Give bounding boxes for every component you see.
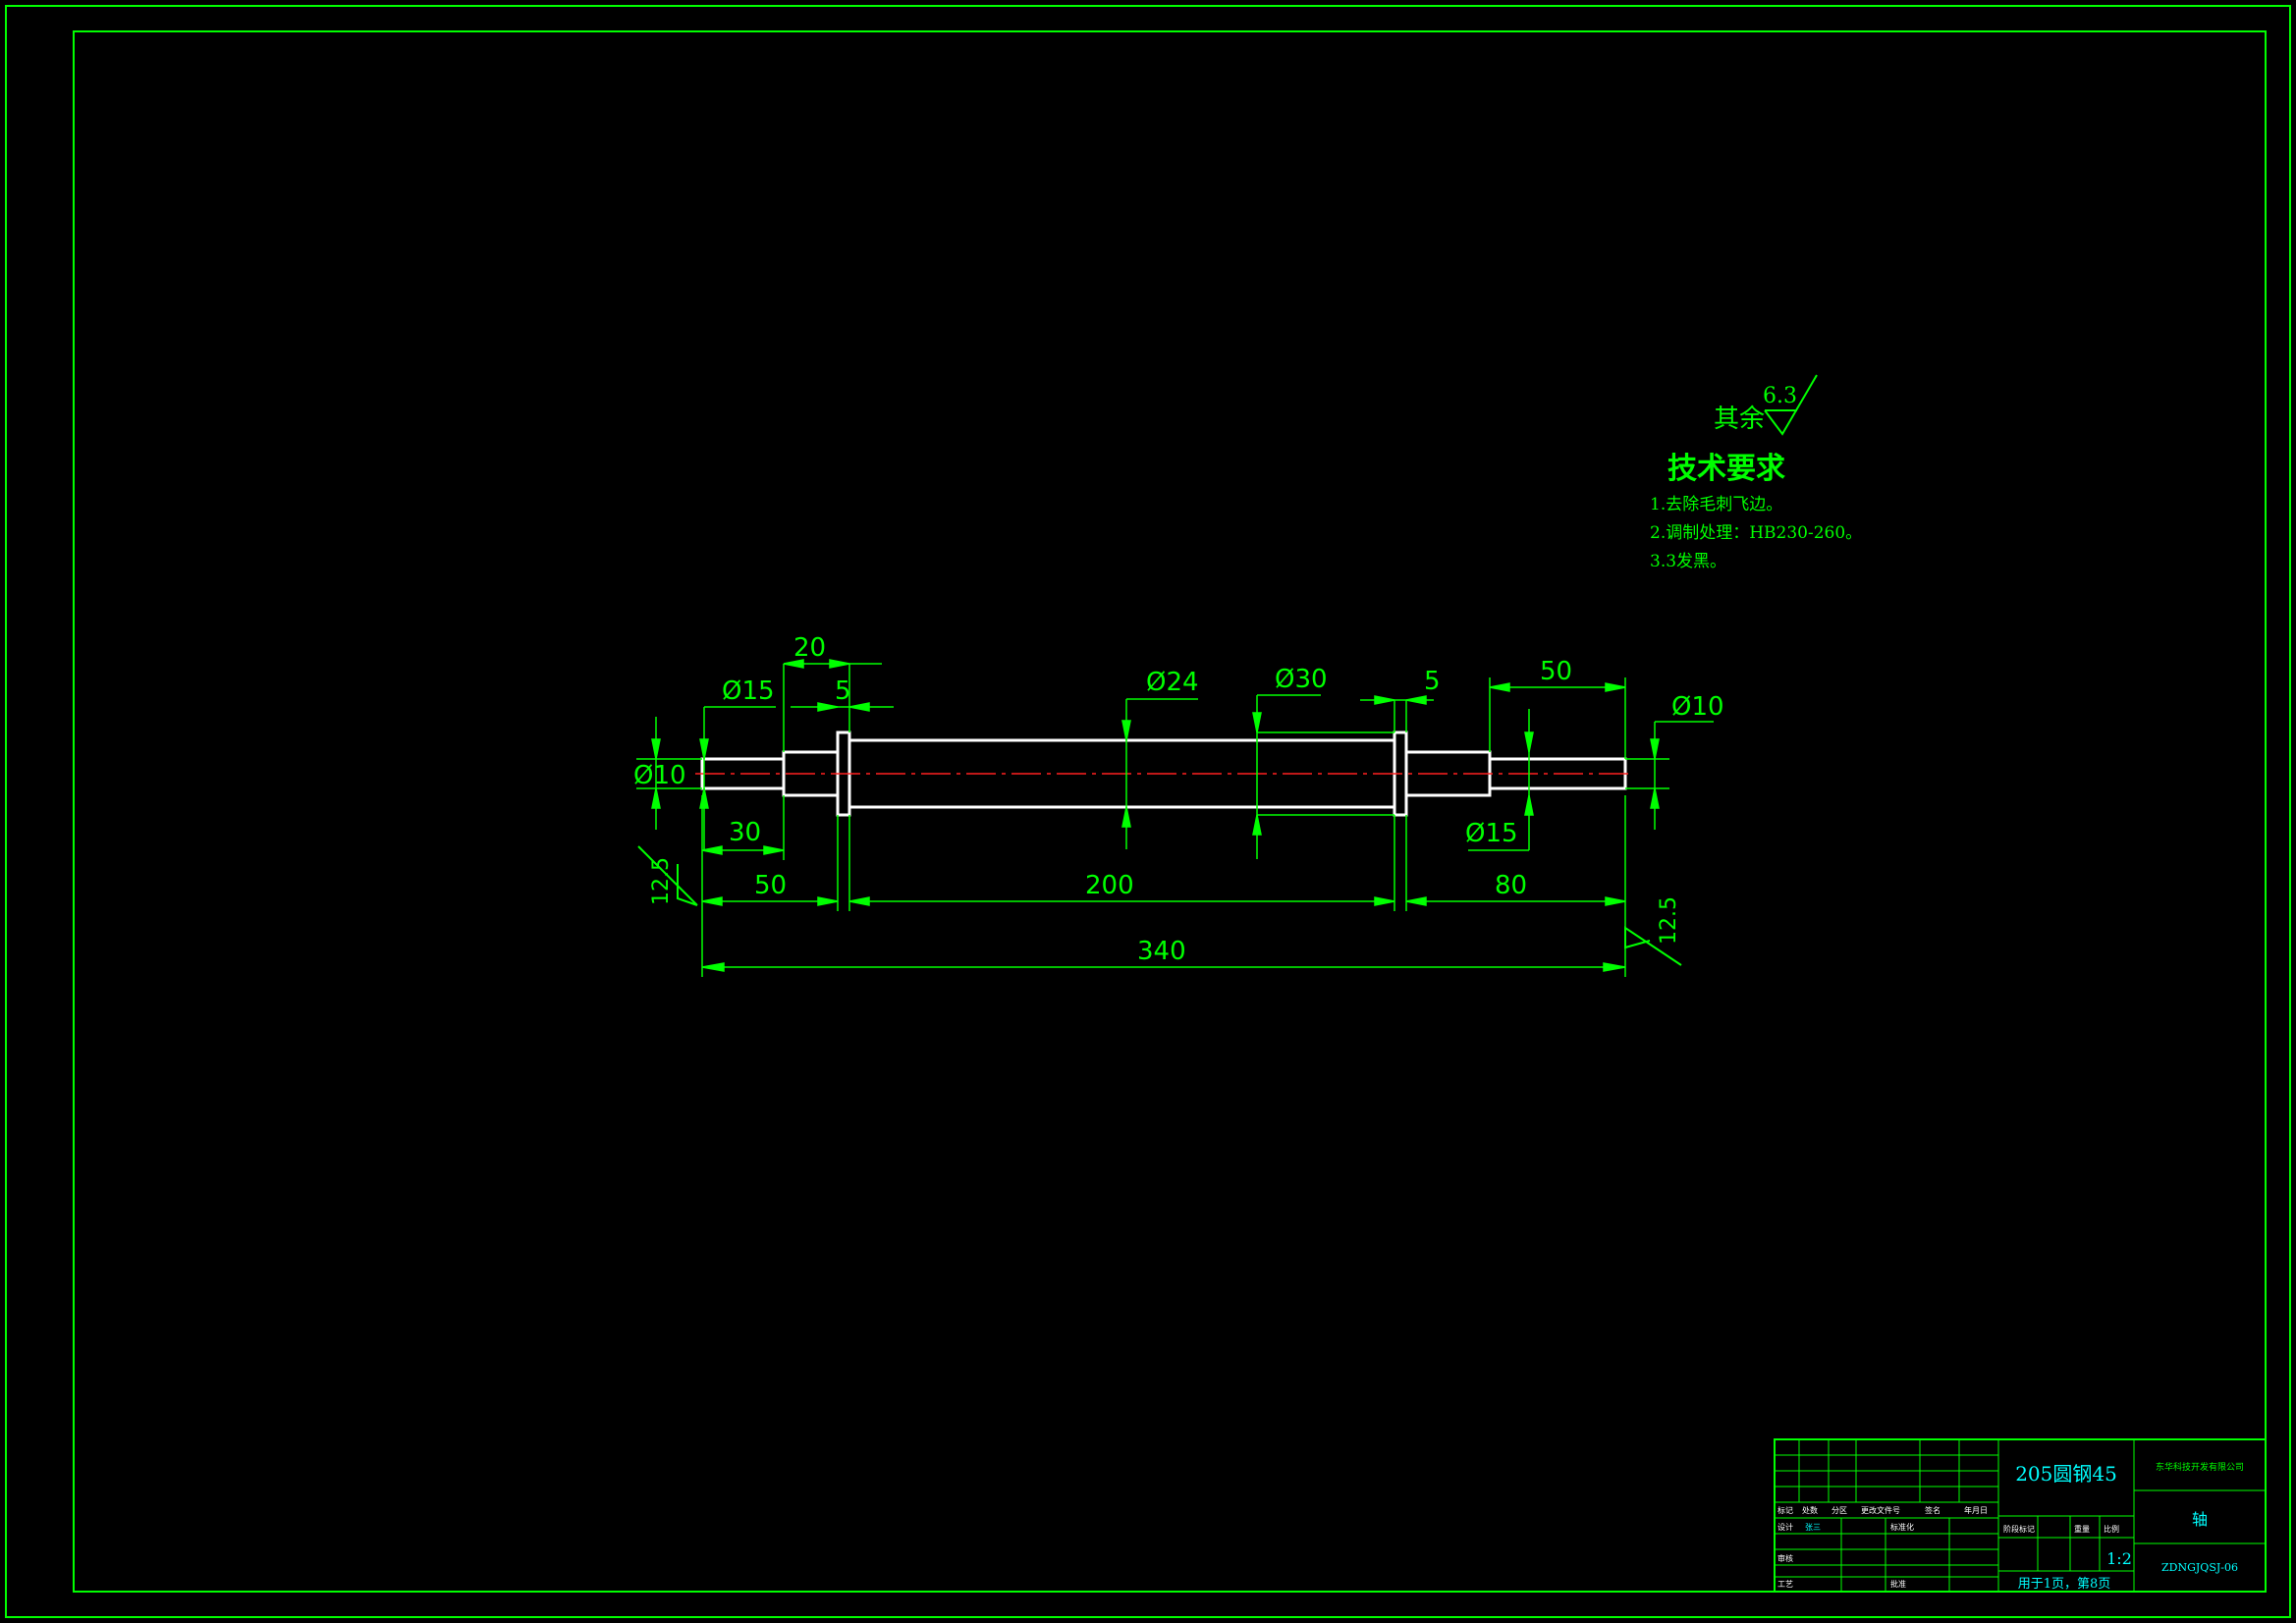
dim-dia-24: Ø24 <box>1146 668 1199 697</box>
roughness-label: 其余 <box>1714 405 1765 434</box>
dim-top-5-left: 5 <box>835 676 851 706</box>
dim-total-length: 340 <box>1137 937 1186 966</box>
dim-left-30: 30 <box>729 818 761 847</box>
dim-dia-left-15: Ø15 <box>722 676 775 706</box>
roughness-left-icon <box>637 845 698 906</box>
title-company: 东华科技开发有限公司 <box>2156 1461 2244 1473</box>
dim-top-5-right: 5 <box>1424 667 1441 696</box>
row-std: 标准化 <box>1890 1522 1914 1532</box>
tech-req-item-2: 2.调制处理：HB230-260。 <box>1650 523 1862 543</box>
title-sheets: 用于1页，第8页 <box>2018 1577 2111 1592</box>
tech-requirements: 技术要求 1.去除毛刺飞边。 2.调制处理：HB230-260。 3.3发黑。 <box>1650 452 1862 571</box>
dim-dia-left-10: Ø10 <box>633 761 686 790</box>
dimension-lines <box>636 659 1714 977</box>
col-sign: 签名 <box>1925 1505 1941 1515</box>
col-mark: 标记 <box>1777 1505 1793 1515</box>
col-date: 年月日 <box>1964 1505 1988 1515</box>
row-design: 设计 <box>1777 1522 1793 1532</box>
title-part-name: 轴 <box>2192 1510 2208 1529</box>
roughness-value: 6.3 <box>1763 384 1797 408</box>
dim-top-20: 20 <box>793 633 826 663</box>
dim-left-50: 50 <box>754 871 787 900</box>
dim-rough-right: 12.5 <box>1657 896 1681 945</box>
tech-req-item-3: 3.3发黑。 <box>1650 552 1726 571</box>
row-review: 审核 <box>1777 1553 1793 1563</box>
dim-mid-200: 200 <box>1085 871 1134 900</box>
weight-label: 重量 <box>2074 1524 2090 1534</box>
title-material: 205圆钢45 <box>2015 1462 2117 1486</box>
roughness-right-icon <box>1624 926 1682 966</box>
title-scale: 1:2 <box>2106 1549 2132 1568</box>
dim-right-80: 80 <box>1495 871 1527 900</box>
dim-dia-30: Ø30 <box>1275 665 1328 694</box>
outer-frame <box>5 5 2291 1618</box>
roughness-symbol-icon <box>1764 374 1818 436</box>
dim-dia-right-15: Ø15 <box>1465 819 1518 848</box>
row-process: 工艺 <box>1777 1580 1793 1589</box>
col-count: 处数 <box>1802 1505 1818 1515</box>
ratio-label: 比例 <box>2104 1524 2119 1534</box>
inner-frame <box>73 30 2267 1593</box>
roughness-note: 其余 6.3 <box>1714 374 1818 436</box>
shaft-part <box>695 730 1632 817</box>
dim-rough-left: 12.5 <box>649 857 674 905</box>
dim-dia-right-10: Ø10 <box>1671 692 1724 722</box>
tech-req-item-1: 1.去除毛刺飞边。 <box>1650 495 1782 514</box>
title-block: 205圆钢45 东华科技开发有限公司 轴 ZDNGJQSJ-06 1:2 用于1… <box>1774 1438 2267 1593</box>
col-zone: 分区 <box>1831 1506 1847 1515</box>
row-designer: 张三 <box>1805 1523 1821 1532</box>
tech-req-title: 技术要求 <box>1667 452 1785 486</box>
dim-top-50: 50 <box>1540 657 1572 686</box>
row-approve: 批准 <box>1890 1579 1906 1589</box>
col-doc: 更改文件号 <box>1861 1505 1900 1515</box>
title-drawing-no: ZDNGJQSJ-06 <box>2161 1561 2238 1574</box>
stage-mark: 阶段标记 <box>2003 1524 2035 1534</box>
